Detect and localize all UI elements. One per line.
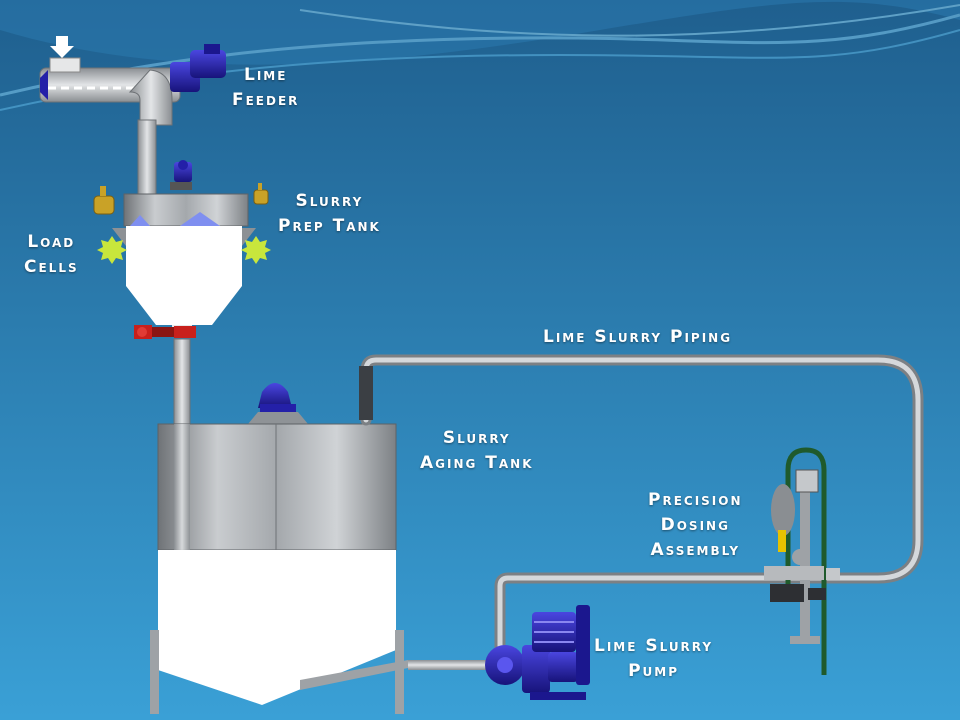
lime-slurry-piping-text: Lime Slurry Piping (543, 327, 733, 347)
label-lime-feeder: Lime Feeder (232, 63, 299, 113)
slurry-aging-tank-line1: Slurry (442, 428, 511, 448)
slurry-prep-tank (112, 160, 256, 337)
slurry-aging-tank-line2: Aging Tank (420, 453, 534, 473)
lime-slurry-pump-line2: Pump (628, 661, 680, 681)
feeder-drop-pipe (137, 119, 157, 196)
precision-dosing-line2: Dosing (660, 515, 730, 535)
label-precision-dosing: Precision Dosing Assembly (648, 488, 743, 563)
precision-dosing-line1: Precision (648, 490, 743, 510)
tank-to-pump-pipe (408, 660, 490, 670)
slurry-aging-tank (150, 383, 408, 714)
lime-slurry-piping (360, 354, 924, 654)
lime-feeder-line2: Feeder (232, 90, 300, 110)
label-lime-slurry-piping: Lime Slurry Piping (543, 325, 732, 350)
valve-icon (93, 183, 269, 215)
label-lime-slurry-pump: Lime Slurry Pump (594, 634, 713, 684)
label-slurry-prep-tank: Slurry Prep Tank (278, 189, 381, 239)
load-cells-line2: Cells (24, 257, 79, 277)
piping-riser (359, 366, 373, 420)
load-cell-icon (97, 236, 271, 264)
label-slurry-aging-tank: Slurry Aging Tank (420, 426, 534, 476)
lime-feeder-line1: Lime (243, 65, 288, 85)
slurry-prep-tank-line2: Prep Tank (278, 216, 381, 236)
lime-feeder (39, 44, 226, 126)
precision-dosing-assembly (764, 447, 840, 675)
load-cells-line1: Load (27, 232, 76, 252)
lime-slurry-pump-line1: Lime Slurry (594, 636, 714, 656)
motor-icon (170, 44, 226, 92)
label-load-cells: Load Cells (24, 230, 79, 280)
discharge-valve (134, 325, 196, 339)
pump-icon (485, 605, 590, 700)
slurry-prep-tank-line1: Slurry (295, 191, 364, 211)
down-arrow-icon (50, 36, 74, 58)
precision-dosing-line3: Assembly (650, 540, 741, 560)
prep-to-aging-pipe (173, 338, 191, 425)
